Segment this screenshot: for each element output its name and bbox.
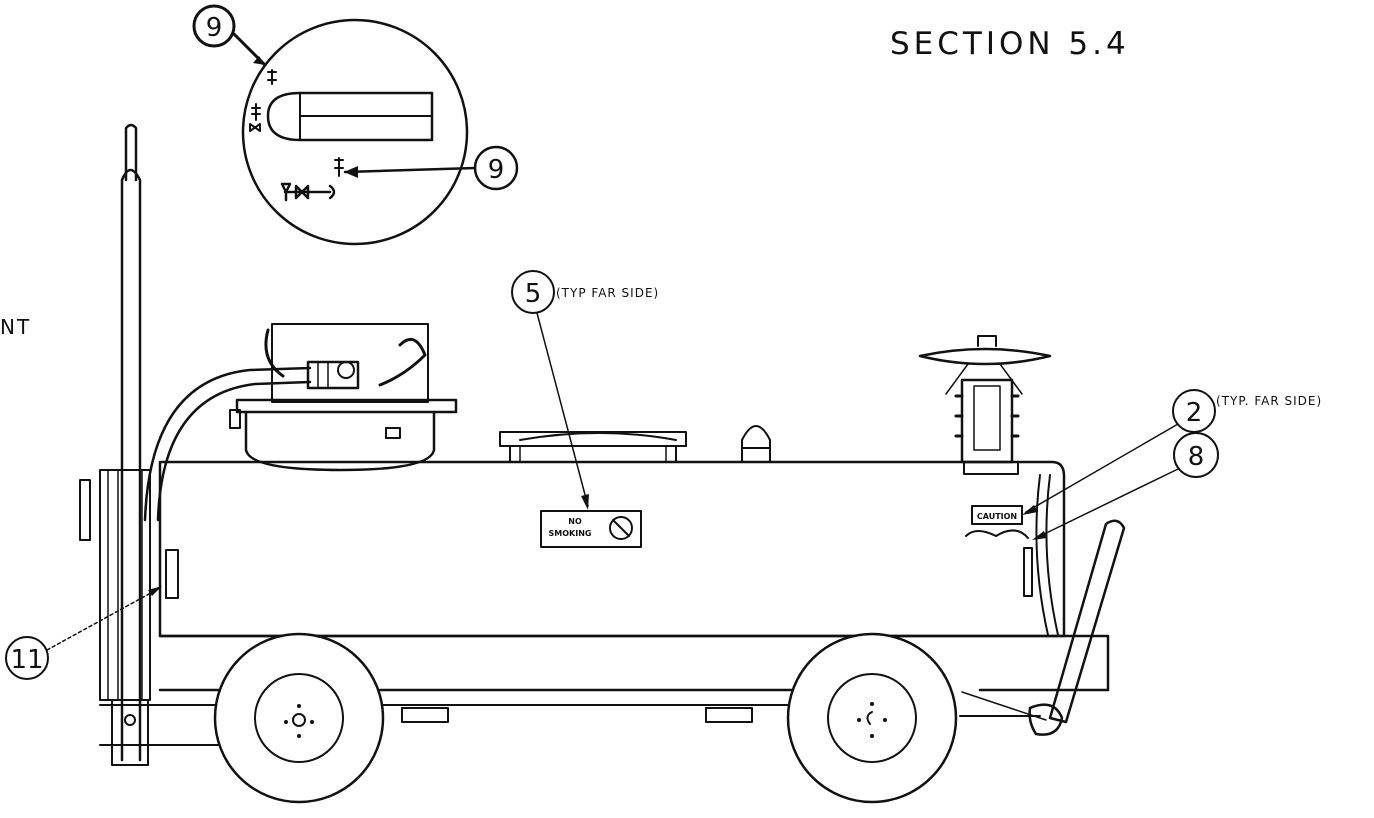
no-smoking-line1: NO — [568, 517, 582, 526]
callout-9-top: 9 — [192, 4, 267, 67]
front-wheel — [786, 632, 958, 804]
callout-9-lower: 9 — [343, 145, 519, 191]
callout-9-top-number: 9 — [206, 13, 223, 43]
callout-2-number: 2 — [1186, 398, 1203, 428]
top-equipment-box — [229, 323, 458, 472]
callout-2-note: (TYP. FAR SIDE) — [1216, 394, 1322, 408]
supply-hose — [143, 360, 360, 522]
filter-separator — [918, 335, 1052, 475]
left-edge-text: NT — [0, 315, 31, 339]
fuel-tank — [158, 460, 1066, 638]
tow-bar — [961, 519, 1126, 736]
caution-placard: CAUTION — [965, 505, 1029, 539]
no-smoking-line2: SMOKING — [549, 529, 592, 538]
detail-inset — [241, 18, 469, 246]
rear-wheel — [213, 632, 385, 804]
caution-text: CAUTION — [977, 512, 1017, 521]
tank-fill-lid — [499, 431, 687, 463]
callout-5-number: 5 — [525, 279, 542, 309]
callout-5: 5 (TYP FAR SIDE) — [511, 270, 659, 510]
section-title: SECTION 5.4 — [890, 26, 1130, 62]
callout-5-note: (TYP FAR SIDE) — [556, 286, 659, 300]
callout-8-number: 8 — [1188, 442, 1205, 472]
callout-2: 2 (TYP. FAR SIDE) — [1022, 389, 1322, 515]
callout-11: 11 — [5, 586, 162, 680]
chassis-frame — [99, 634, 1110, 746]
vent-cap — [741, 425, 771, 463]
hose-reel — [79, 469, 151, 701]
callout-8: 8 — [1032, 432, 1219, 540]
callout-9-lower-number: 9 — [488, 155, 505, 185]
no-smoking-placard: NO SMOKING — [540, 510, 642, 548]
callout-11-number: 11 — [10, 645, 43, 675]
